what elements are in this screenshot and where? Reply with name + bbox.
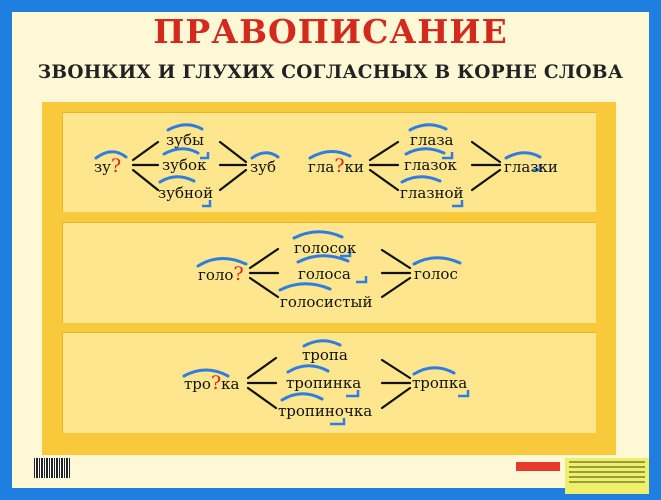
word-glaza: глаза <box>410 131 454 149</box>
question-mark: ? <box>233 263 244 285</box>
publisher-info-block <box>565 458 649 494</box>
word-zubnoy: зубной <box>158 184 214 202</box>
word-golos: голос <box>414 265 458 283</box>
example-panel-3 <box>62 332 596 433</box>
root-fragment: зу <box>94 158 112 176</box>
barcode-graphic <box>34 458 70 478</box>
root-fragment: голо <box>198 266 234 284</box>
zu-question-word: зу? <box>94 155 122 177</box>
question-mark: ? <box>210 372 222 394</box>
gla-question-word: гла?ки <box>308 155 364 177</box>
ending-fragment: ка <box>221 375 240 393</box>
question-mark: ? <box>334 155 345 177</box>
root-fragment: гла <box>308 158 335 176</box>
publisher-logo <box>516 462 560 471</box>
poster-subtitle: ЗВОНКИХ И ГЛУХИХ СОГЛАСНЫХ В КОРНЕ СЛОВА <box>37 62 624 83</box>
word-glaznoy: глазной <box>400 184 464 202</box>
word-golosok: голосок <box>294 239 357 257</box>
word-golosa: голоса <box>298 265 351 283</box>
word-tropa: тропа <box>302 346 348 364</box>
word-tropinochka: тропиночка <box>278 402 373 420</box>
golo-question-word: голо? <box>198 263 244 285</box>
question-mark: ? <box>111 155 122 177</box>
root-fragment: тро <box>184 375 211 393</box>
word-glazok: глазок <box>404 156 457 174</box>
ending-fragment: ки <box>344 158 364 176</box>
word-tropka: тропка <box>412 374 468 392</box>
word-golosistyy: голосистый <box>280 293 373 311</box>
poster-title: ПРАВОПИСАНИЕ <box>153 12 508 51</box>
word-tropinka: тропинка <box>286 374 362 392</box>
word-glazki: глазки <box>504 158 558 176</box>
word-zuby: зубы <box>166 131 204 149</box>
example-panel-1 <box>62 112 596 212</box>
word-zub: зуб <box>250 158 277 176</box>
tro-question-word: тро?ка <box>184 372 240 394</box>
word-zubok: зубок <box>162 156 207 174</box>
